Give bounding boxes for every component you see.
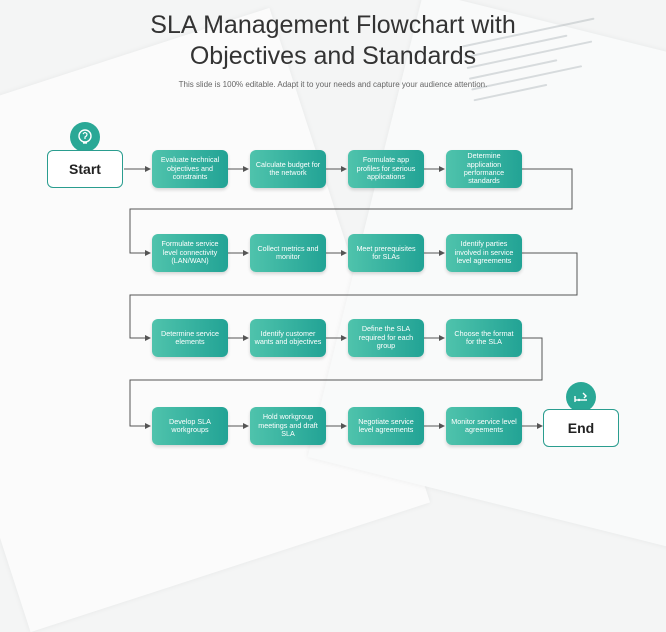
title-line-1: SLA Management Flowchart with	[150, 11, 516, 39]
flow-connectors	[124, 166, 578, 429]
finish-flag-icon	[566, 382, 596, 412]
step-monitor-sla: Monitor service level agreements	[446, 407, 522, 445]
end-node: End	[543, 409, 619, 447]
step-calculate-budget: Calculate budget for the network	[250, 150, 326, 188]
page-subtitle: This slide is 100% editable. Adapt it to…	[178, 80, 488, 89]
connector-row1-row2	[129, 168, 573, 256]
page-title: SLA Management Flowchart with Objectives…	[0, 10, 666, 72]
step-determine-performance: Determine application performance standa…	[446, 150, 522, 188]
step-define-sla: Define the SLA required for each group	[348, 319, 424, 357]
connector-row3-row4	[129, 337, 543, 429]
lightbulb-head-icon	[70, 122, 100, 152]
step-formulate-app-profiles: Formulate app profiles for serious appli…	[348, 150, 424, 188]
step-determine-service-elements: Determine service elements	[152, 319, 228, 357]
step-collect-metrics: Collect metrics and monitor	[250, 234, 326, 272]
end-label: End	[567, 420, 595, 436]
start-label: Start	[69, 161, 101, 177]
step-identify-customer-wants: Identify customer wants and objectives	[250, 319, 326, 357]
step-develop-workgroups: Develop SLA workgroups	[152, 407, 228, 445]
start-node: Start	[47, 150, 123, 188]
connector-row2-row3	[129, 252, 578, 341]
step-negotiate-sla: Negotiate service level agreements	[348, 407, 424, 445]
step-evaluate-objectives: Evaluate technical objectives and constr…	[152, 150, 228, 188]
step-meet-prerequisites: Meet prerequisites for SLAs	[348, 234, 424, 272]
step-identify-parties: Identify parties involved in service lev…	[446, 234, 522, 272]
step-choose-format: Choose the format for the SLA	[446, 319, 522, 357]
step-formulate-connectivity: Formulate service level connectivity (LA…	[152, 234, 228, 272]
title-line-2: Objectives and Standards	[189, 42, 477, 70]
step-hold-meetings: Hold workgroup meetings and draft SLA	[250, 407, 326, 445]
